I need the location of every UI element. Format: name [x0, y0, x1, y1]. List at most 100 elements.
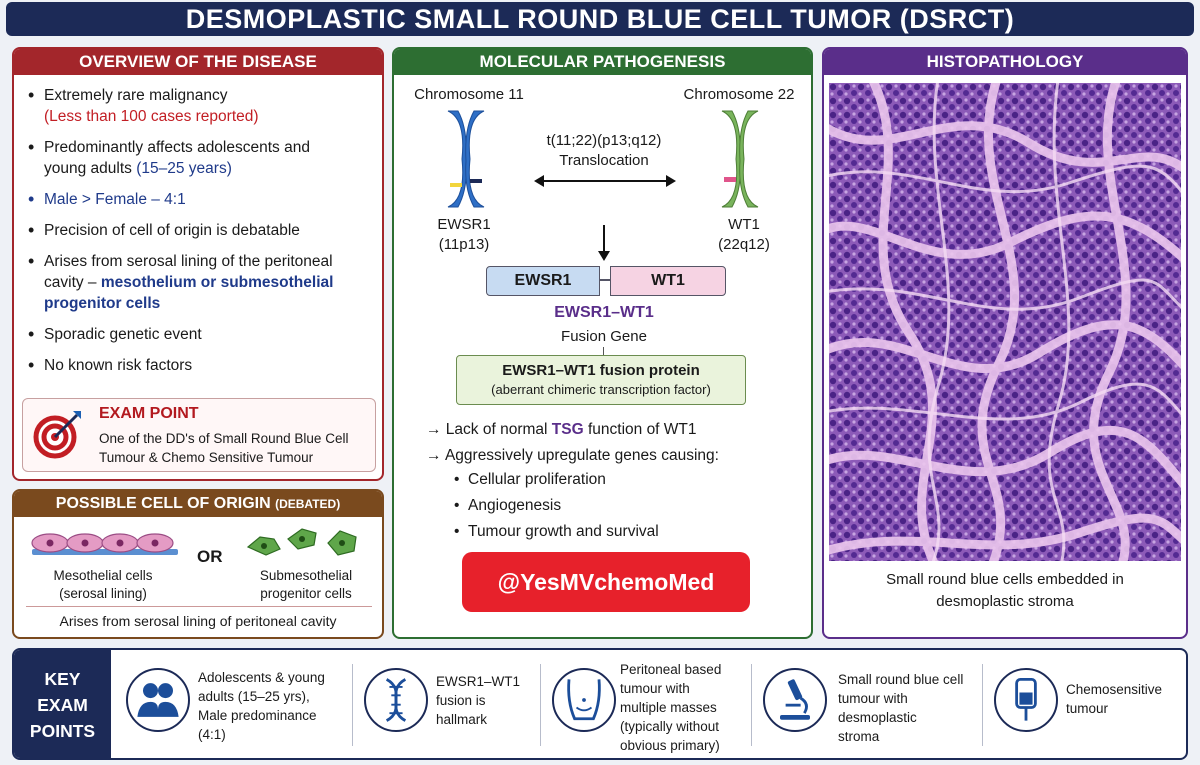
- target-icon: [33, 411, 81, 459]
- text-line: EWSR1–WT1: [436, 674, 521, 689]
- heading-note: (DEBATED): [275, 497, 341, 511]
- label-line: (11p13): [438, 236, 490, 253]
- text-line: Chemosensitive: [1066, 682, 1163, 697]
- overview-list: Extremely rare malignancy (Less than 100…: [14, 75, 382, 376]
- translocation-label: t(11;22)(p13;q12) Translocation: [514, 131, 694, 171]
- point-upregulate: → Aggressively upregulate genes causing:: [426, 447, 719, 464]
- exam-point-title: EXAM POINT: [99, 405, 199, 422]
- fusion-junction: [599, 279, 611, 281]
- bullet-text: Arises from serosal lining of the perito…: [44, 253, 333, 270]
- label-line: progenitor cells: [260, 586, 352, 601]
- bullet-highlight: (Less than 100 cases reported): [44, 108, 259, 125]
- sub-point: • Tumour growth and survival: [454, 523, 659, 540]
- divider: [751, 664, 752, 746]
- overview-heading: OVERVIEW OF THE DISEASE: [14, 49, 382, 75]
- mesothelial-label: Mesothelial cells (serosal lining): [28, 567, 178, 603]
- divider: [26, 606, 372, 607]
- label-line: WT1: [728, 216, 760, 233]
- key-point-text: EWSR1–WT1 fusion is hallmark: [436, 672, 520, 729]
- text-line: obvious primary): [620, 738, 720, 753]
- chromosome-22-icon: [721, 110, 759, 208]
- chromosome-11-label: Chromosome 11: [414, 86, 524, 103]
- key-point-text: Adolescents & young adults (15–25 yrs), …: [198, 668, 325, 744]
- heading-line: EXAM: [37, 695, 88, 715]
- molecular-heading: MOLECULAR PATHOGENESIS: [394, 49, 811, 75]
- key-points-heading: KEY EXAM POINTS: [14, 650, 111, 758]
- label-line: (22q12): [718, 236, 770, 253]
- gene-ewsr1-label: EWSR1 (11p13): [414, 215, 514, 255]
- fusion-bar-wt1: WT1: [610, 266, 726, 296]
- point-text: function of WT1: [587, 421, 697, 438]
- list-item: No known risk factors: [26, 355, 372, 376]
- bullet-text: Predominantly affects adolescents and: [44, 139, 310, 156]
- divider: [982, 664, 983, 746]
- text-line: hallmark: [436, 712, 488, 727]
- label-line: EWSR1: [437, 216, 491, 233]
- sub-point: • Angiogenesis: [454, 497, 562, 514]
- microscope-icon: [763, 668, 827, 732]
- cell-origin-heading: POSSIBLE CELL OF ORIGIN (DEBATED): [14, 491, 382, 517]
- text-line: (typically without: [620, 719, 720, 734]
- cell-origin-panel: POSSIBLE CELL OF ORIGIN (DEBATED) Mesoth…: [12, 489, 384, 639]
- point-tsg: → Lack of normal TSG function of WT1: [426, 421, 697, 439]
- connector: [603, 347, 604, 355]
- gene-wt1-label: WT1 (22q12): [694, 215, 794, 255]
- label-line: Translocation: [559, 152, 649, 169]
- fusion-gene-sub: Fusion Gene: [561, 328, 647, 345]
- sub-point-text: Angiogenesis: [468, 497, 562, 514]
- histo-heading: HISTOPATHOLOGY: [824, 49, 1186, 75]
- fusion-gene-name: EWSR1–WT1: [554, 304, 654, 321]
- bullet-text: Male > Female – 4:1: [44, 191, 186, 208]
- fusion-protein-box: EWSR1–WT1 fusion protein (aberrant chime…: [456, 355, 746, 405]
- sub-point-text: Cellular proliferation: [468, 471, 606, 488]
- fusion-bar-ewsr1: EWSR1: [486, 266, 600, 296]
- point-highlight: TSG: [551, 421, 584, 438]
- key-point-text: Small round blue cell tumour with desmop…: [838, 670, 963, 746]
- text-line: tumour with: [838, 691, 908, 706]
- bullet-text: Sporadic genetic event: [44, 326, 202, 343]
- abdomen-icon: [552, 668, 616, 732]
- bullet-text: Extremely rare malignancy: [44, 87, 228, 104]
- divider: [352, 664, 353, 746]
- bullet-text: Precision of cell of origin is debatable: [44, 222, 300, 239]
- text-line: multiple masses: [620, 700, 717, 715]
- point-text: → Lack of normal: [426, 421, 548, 438]
- sub-point: • Cellular proliferation: [454, 471, 606, 488]
- or-label: OR: [197, 547, 223, 566]
- list-item: Predominantly affects adolescents and yo…: [26, 137, 372, 179]
- mesothelial-cells-icon: [31, 533, 178, 555]
- list-item: Arises from serosal lining of the perito…: [26, 251, 372, 314]
- page-title: DESMOPLASTIC SMALL ROUND BLUE CELL TUMOR…: [6, 2, 1194, 36]
- list-item: Male > Female – 4:1: [26, 189, 372, 210]
- label-line: t(11;22)(p13;q12): [546, 132, 662, 149]
- exam-point-text: One of the DD's of Small Round Blue Cell…: [99, 431, 349, 465]
- down-arrow-icon: [598, 225, 610, 261]
- people-icon: [126, 668, 190, 732]
- label-line: Mesothelial cells: [53, 568, 153, 583]
- bullet-highlight: mesothelium or submesothelial progenitor…: [44, 274, 334, 312]
- text-line: adults (15–25 yrs),: [198, 689, 310, 704]
- label-line: Submesothelial: [259, 568, 353, 583]
- social-handle-button[interactable]: @YesMVchemoMed: [462, 552, 750, 612]
- heading-line: POINTS: [29, 721, 96, 741]
- text-line: Peritoneal based: [620, 662, 722, 677]
- key-exam-points-panel: KEY EXAM POINTS Adolescents & young adul…: [12, 648, 1188, 760]
- list-item: Precision of cell of origin is debatable: [26, 220, 372, 241]
- dna-icon: [364, 668, 428, 732]
- bullet-highlight: (15–25 years): [136, 160, 232, 177]
- exam-point-box: EXAM POINT One of the DD's of Small Roun…: [22, 398, 376, 472]
- key-point-text: Peritoneal based tumour with multiple ma…: [620, 660, 721, 755]
- double-arrow-icon: [534, 175, 676, 187]
- cell-origin-footer: Arises from serosal lining of peritoneal…: [59, 613, 337, 629]
- text-line: tumour: [1066, 701, 1109, 716]
- caption-line: Small round blue cells embedded in: [886, 571, 1124, 588]
- progenitor-cells-icon: [246, 528, 357, 556]
- protein-subtitle: (aberrant chimeric transcription factor): [491, 382, 711, 397]
- sub-point-text: Tumour growth and survival: [468, 523, 659, 540]
- histology-image: [829, 83, 1181, 561]
- text-line: tumour with: [620, 681, 690, 696]
- text-line: Adolescents & young: [198, 670, 325, 685]
- protein-title: EWSR1–WT1 fusion protein: [502, 362, 700, 379]
- text-line: fusion is: [436, 693, 486, 708]
- list-item: Extremely rare malignancy (Less than 100…: [26, 85, 372, 127]
